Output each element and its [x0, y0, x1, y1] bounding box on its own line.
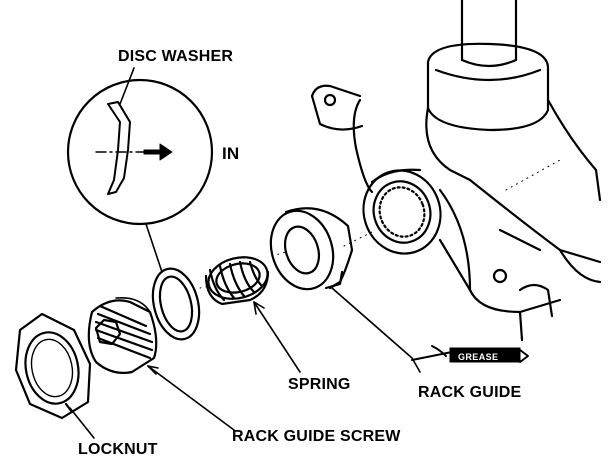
spring-label: SPRING	[288, 376, 351, 393]
rack-guide-screw-label: RACK GUIDE SCREW	[232, 428, 401, 445]
spring-part	[204, 256, 270, 306]
locknut-part	[14, 312, 92, 420]
grease-tube-icon	[411, 345, 529, 363]
rack-guide-label: RACK GUIDE	[418, 384, 522, 401]
locknut-label: LOCKNUT	[78, 441, 158, 458]
rack-guide-part	[269, 207, 354, 291]
in-label: IN	[222, 144, 240, 163]
gearbox-housing	[310, 0, 602, 342]
direction-arrow-icon	[143, 143, 173, 161]
magnified-inset	[66, 67, 214, 226]
disc-washer-part	[151, 267, 201, 341]
grease-label: GREASE	[458, 352, 499, 362]
disc-washer-label: DISC WASHER	[118, 48, 234, 65]
rack-guide-screw-part	[87, 296, 158, 374]
alignment-lines	[199, 159, 561, 289]
